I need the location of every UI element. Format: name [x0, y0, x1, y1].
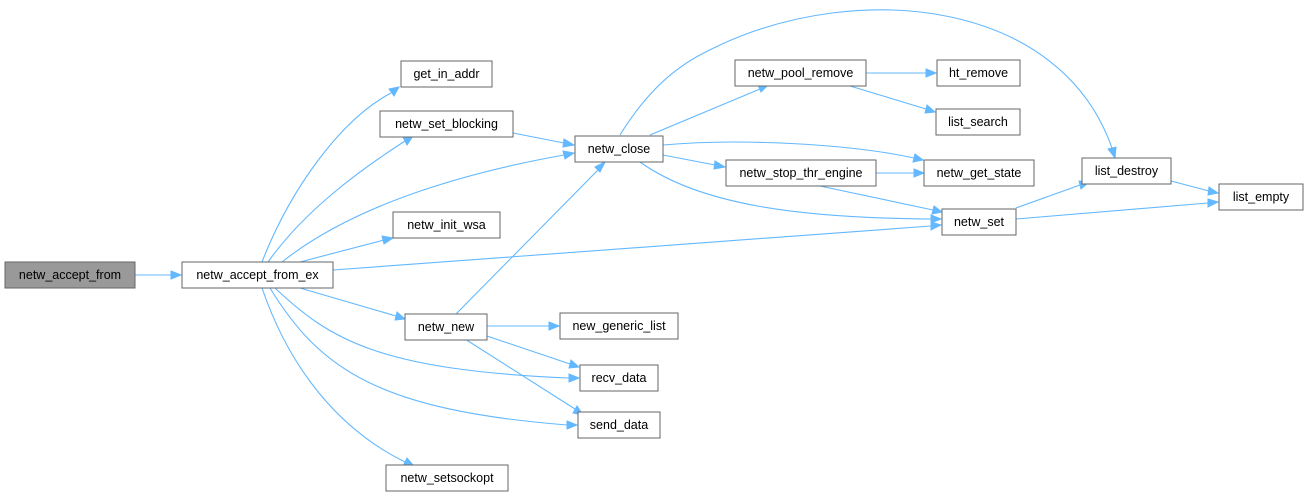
edge-netw-accept-from-ex-to-netw-new	[299, 287, 407, 321]
node-list-empty[interactable]: list_empty	[1218, 183, 1304, 211]
edge-netw-accept-from-ex-to-netw-init-wsa	[299, 235, 395, 263]
edge-netw-close-to-netw-set	[639, 161, 943, 224]
node-netw-close[interactable]: netw_close	[574, 135, 664, 163]
edge-netw-new-to-netw-close	[455, 160, 607, 315]
edge-netw-accept-from-ex-to-send-data	[269, 287, 579, 430]
edge-netw-set-to-list-empty	[1015, 198, 1220, 220]
node-label: netw_set_blocking	[395, 117, 498, 131]
node-label: list_empty	[1233, 190, 1290, 204]
node-netw-stop-thr-engine[interactable]: netw_stop_thr_engine	[725, 159, 877, 187]
node-label: netw_close	[588, 142, 651, 156]
edge-netw-stop-thr-engine-to-netw-set	[819, 185, 944, 215]
edge-netw-pool-remove-to-list-search	[849, 85, 937, 114]
node-netw-setsockopt[interactable]: netw_setsockopt	[385, 464, 509, 492]
node-label: netw_get_state	[937, 166, 1022, 180]
edge-netw-close-to-netw-stop-thr-engine	[662, 154, 727, 170]
edge-netw-accept-from-ex-to-netw-close	[281, 150, 576, 263]
node-label: netw_setsockopt	[400, 471, 494, 485]
node-netw-get-state[interactable]: netw_get_state	[923, 159, 1035, 187]
node-label: recv_data	[592, 371, 647, 385]
node-label: list_search	[948, 115, 1008, 129]
edge-netw-new-to-recv-data	[486, 335, 581, 369]
node-recv-data[interactable]: recv_data	[579, 364, 659, 392]
node-netw-new[interactable]: netw_new	[404, 313, 488, 341]
node-new-generic-list[interactable]: new_generic_list	[559, 312, 679, 340]
edge-list-destroy-to-list-empty	[1170, 180, 1220, 196]
node-label: ht_remove	[949, 66, 1008, 80]
node-netw-init-wsa[interactable]: netw_init_wsa	[392, 211, 501, 239]
edge-netw-close-to-list-destroy	[619, 9, 1117, 160]
node-send-data[interactable]: send_data	[577, 411, 661, 439]
node-label: new_generic_list	[572, 319, 666, 333]
node-label: netw_new	[418, 320, 475, 334]
edge-netw-accept-from-ex-to-netw-set	[332, 221, 943, 271]
edge-netw-stop-thr-engine-to-netw-get-state	[876, 168, 926, 178]
node-netw-accept-from-ex[interactable]: netw_accept_from_ex	[181, 261, 334, 289]
edge-netw-accept-from-ex-to-recv-data	[274, 287, 581, 383]
node-label: send_data	[590, 418, 648, 432]
node-label: list_destroy	[1095, 164, 1159, 178]
node-list-destroy[interactable]: list_destroy	[1081, 157, 1172, 185]
node-netw-set[interactable]: netw_set	[941, 208, 1017, 236]
edge-netw-new-to-send-data	[464, 338, 585, 416]
edge-netw-accept-from-ex-to-get-in-addr	[261, 86, 400, 263]
node-get-in-addr[interactable]: get_in_addr	[400, 60, 493, 88]
node-label: netw_set	[954, 215, 1005, 229]
node-label: netw_accept_from	[19, 268, 121, 282]
edge-netw-close-to-netw-pool-remove	[649, 84, 770, 136]
node-label: netw_stop_thr_engine	[739, 166, 862, 180]
node-label: netw_init_wsa	[407, 218, 486, 232]
node-label: netw_pool_remove	[748, 66, 854, 80]
node-label: get_in_addr	[413, 67, 479, 81]
edge-netw-pool-remove-to-ht-remove	[866, 68, 938, 78]
node-netw-accept-from[interactable]: netw_accept_from	[4, 261, 136, 289]
edge-netw-close-to-netw-get-state	[662, 141, 925, 163]
node-ht-remove[interactable]: ht_remove	[936, 59, 1021, 87]
edge-netw-set-blocking-to-netw-close	[512, 132, 576, 148]
edge-netw-accept-from-ex-to-netw-set-blocking	[267, 135, 415, 263]
edge-netw-accept-from-to-netw-accept-from-ex	[135, 270, 183, 280]
node-list-search[interactable]: list_search	[935, 108, 1021, 136]
node-label: netw_accept_from_ex	[196, 268, 319, 282]
node-netw-pool-remove[interactable]: netw_pool_remove	[734, 59, 867, 87]
node-netw-set-blocking[interactable]: netw_set_blocking	[379, 110, 514, 138]
edge-netw-new-to-new-generic-list	[487, 321, 561, 331]
